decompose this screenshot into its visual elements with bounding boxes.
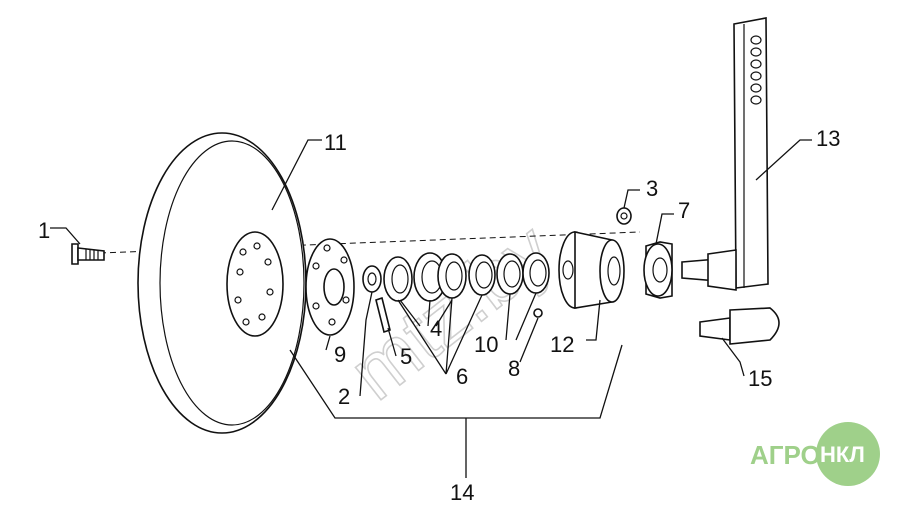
callout-7: 7 <box>678 198 690 223</box>
callout-8: 8 <box>508 356 520 381</box>
callout-6: 6 <box>456 364 468 389</box>
cap-part-7 <box>643 241 673 299</box>
callout-12: 12 <box>550 332 574 357</box>
logo-text-part2: НКЛ <box>820 442 865 467</box>
logo-text-part1: АГРО <box>750 440 821 470</box>
agronkl-logo: АГРО НКЛ <box>750 422 880 486</box>
axle-stub-part-15 <box>699 307 780 345</box>
callout-1: 1 <box>38 218 50 243</box>
nut-part-2 <box>362 265 382 293</box>
grease-nipple-part-8 <box>533 308 543 318</box>
assembly-bracket-part-14 <box>289 344 623 478</box>
ring-group-part-10 <box>496 252 550 295</box>
bolt-part-1 <box>71 243 105 265</box>
callout-9: 9 <box>334 342 346 367</box>
disc-part-11 <box>137 132 307 434</box>
bearing-group-part-4-6 <box>383 252 496 302</box>
callout-10: 10 <box>474 332 498 357</box>
hub-part-12 <box>558 231 625 309</box>
callout-15: 15 <box>748 366 772 391</box>
nut-part-3 <box>616 207 632 225</box>
spacer-plate-part-9 <box>305 238 355 336</box>
callout-11: 11 <box>324 130 347 155</box>
callout-5: 5 <box>400 344 412 369</box>
callout-2: 2 <box>338 384 350 409</box>
callout-14: 14 <box>450 480 474 505</box>
callout-3: 3 <box>646 176 658 201</box>
pin-part-5 <box>375 296 391 334</box>
callout-4: 4 <box>430 316 442 341</box>
logo-circle <box>816 422 880 486</box>
arm-part-13 <box>681 17 769 291</box>
leader-lines <box>50 139 812 397</box>
callout-13: 13 <box>816 126 840 151</box>
